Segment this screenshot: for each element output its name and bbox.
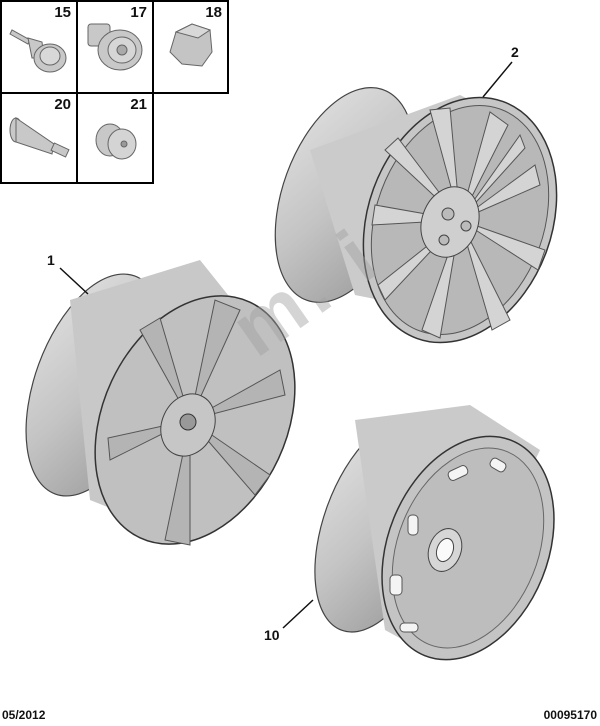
part-ref-15: 15 [54,4,71,21]
callout-line-10 [282,599,314,629]
callout-label-10: 10 [264,627,280,643]
bolt-cap-icon [169,23,213,67]
footer-diagram-id: 00095170 [543,708,597,722]
part-ref-18: 18 [205,4,222,21]
wheel-2-alloy[interactable] [248,69,589,370]
part-cell-21[interactable]: 21 [76,92,154,184]
wheel-10-steel[interactable] [289,401,586,686]
callout-line-1 [59,267,89,295]
wheel-bolt-icon [9,29,67,73]
footer-date: 05/2012 [2,708,46,722]
part-cell-18[interactable]: 18 [152,0,229,94]
anti-theft-key-icon [95,123,137,160]
part-ref-21: 21 [130,96,147,113]
callout-label-2: 2 [511,44,519,60]
part-cell-20[interactable]: 20 [0,92,78,184]
anti-theft-bolt-icon [87,23,143,71]
part-ref-20: 20 [54,96,71,113]
tyre-valve-icon [9,117,70,158]
wheel-1-alloy[interactable] [0,255,333,576]
part-ref-17: 17 [130,4,147,21]
callout-line-2 [482,61,513,98]
small-parts-grid: 15 17 18 [0,0,229,184]
callout-label-1: 1 [47,252,55,268]
part-cell-15[interactable]: 15 [0,0,78,94]
